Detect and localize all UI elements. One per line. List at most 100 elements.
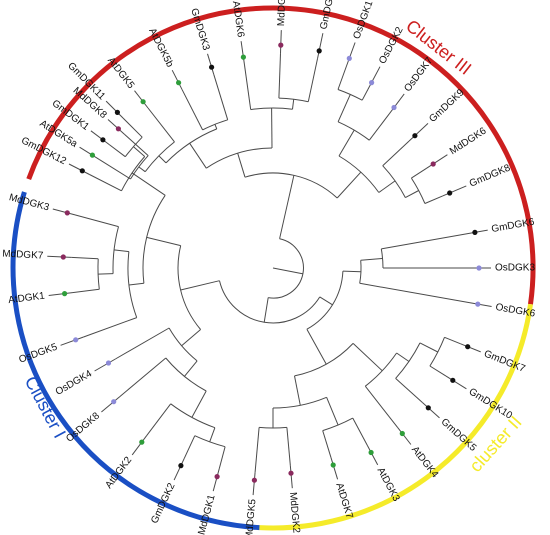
leaf-label: GmDGK8 [468,162,513,189]
branch-line [83,317,137,338]
branch-line [326,397,339,426]
leaf-branch [107,119,125,135]
leaf-branch [366,445,379,466]
tree-branches [47,30,492,496]
species-marker-os [475,301,481,307]
species-marker-at [176,80,182,86]
species-marker-gm [114,109,120,115]
branch-line [209,427,216,442]
branch-line [189,143,207,169]
branch-arc [294,343,354,377]
leaf-branch [252,472,256,496]
branch-line [263,297,269,323]
branch-line [378,180,396,193]
branch-line [307,58,318,102]
leaf-branch [317,33,324,59]
branch-line [319,296,333,306]
leaf-branch [367,66,381,90]
branch-line [108,144,126,158]
branch-line [183,435,196,459]
branch-line [214,124,218,130]
leaf-label: MdDGK1 [196,493,217,535]
branch-arc [338,155,380,193]
branch-line [254,427,260,473]
branch-line [360,257,383,261]
species-marker-gm [316,48,322,54]
branch-arc [121,156,146,192]
leaf-label: OsDGK3 [495,263,535,274]
leaf-branch [330,457,339,480]
branch-line [113,249,129,253]
leaf-branch [442,185,467,197]
leaf-label: MdDGK7 [2,248,44,261]
branch-line [411,167,427,179]
branch-line [89,174,122,192]
branch-line [337,94,351,123]
branch-line [128,282,144,286]
branch-line [98,158,131,180]
cluster-arcs [10,5,536,531]
leaf-branch [426,154,448,169]
leaf-branch [212,468,220,492]
branch-line [359,282,471,304]
branch-line [180,280,220,291]
leaf-branch [460,343,481,353]
leaf-label: AtDGK7 [333,482,354,521]
leaf-label: AtDGK5 [105,55,137,91]
leaf-branch [94,358,116,372]
leaf-label: MdDGK4 [276,0,288,26]
leaf-branch [79,146,100,160]
species-marker-os [391,104,397,111]
leaf-label: OsDGK4 [54,368,95,398]
leaf-label: AtDGK6 [230,0,246,38]
leaf-branch [408,123,429,142]
leaf-label: GmDGK2 [149,481,177,525]
branch-line [74,214,119,228]
branch-line [294,375,301,406]
species-marker-gm [79,168,85,174]
species-marker-md [115,126,121,132]
species-marker-os [105,360,112,366]
species-marker-gm [465,344,471,350]
leaf-label: AtDGK1 [8,291,46,306]
species-marker-gm [447,190,453,196]
branch-line [337,65,347,90]
branch-arc [219,280,321,324]
branch-line [419,342,439,353]
branch-line [218,446,226,470]
species-marker-gm [425,405,431,411]
branch-line [286,427,291,466]
species-marker-gm [472,229,478,235]
branch-line [352,343,383,372]
branch-line [364,385,398,428]
leaf-branch [422,402,440,419]
branch-line [336,171,362,199]
leaf-label: AtDGK4 [409,444,441,480]
branch-line [395,378,423,403]
leaf-branch [101,396,121,413]
species-marker-os [369,80,375,86]
species-marker-md [278,42,284,48]
branch-line [396,352,410,362]
branch-line [338,129,355,157]
branch-line [368,113,390,141]
branch-line [133,146,146,157]
branch-line [184,360,198,377]
leaf-branch [280,30,282,54]
leaf-label: MdDGK2 [287,492,302,534]
species-marker-at [330,462,336,468]
leaf-markers [60,42,482,483]
branch-line [138,166,146,173]
branch-line [146,236,181,247]
species-marker-at [89,152,95,158]
species-marker-gm [209,64,215,70]
species-marker-at [139,439,145,445]
branch-line [381,233,468,250]
leaf-label: MdDGK6 [448,125,489,157]
leaf-label: AtDGK3 [375,466,402,504]
branch-line [342,270,361,273]
branch-line [322,430,332,458]
cluster-arc-c2 [259,303,533,531]
species-marker-at [62,291,68,297]
